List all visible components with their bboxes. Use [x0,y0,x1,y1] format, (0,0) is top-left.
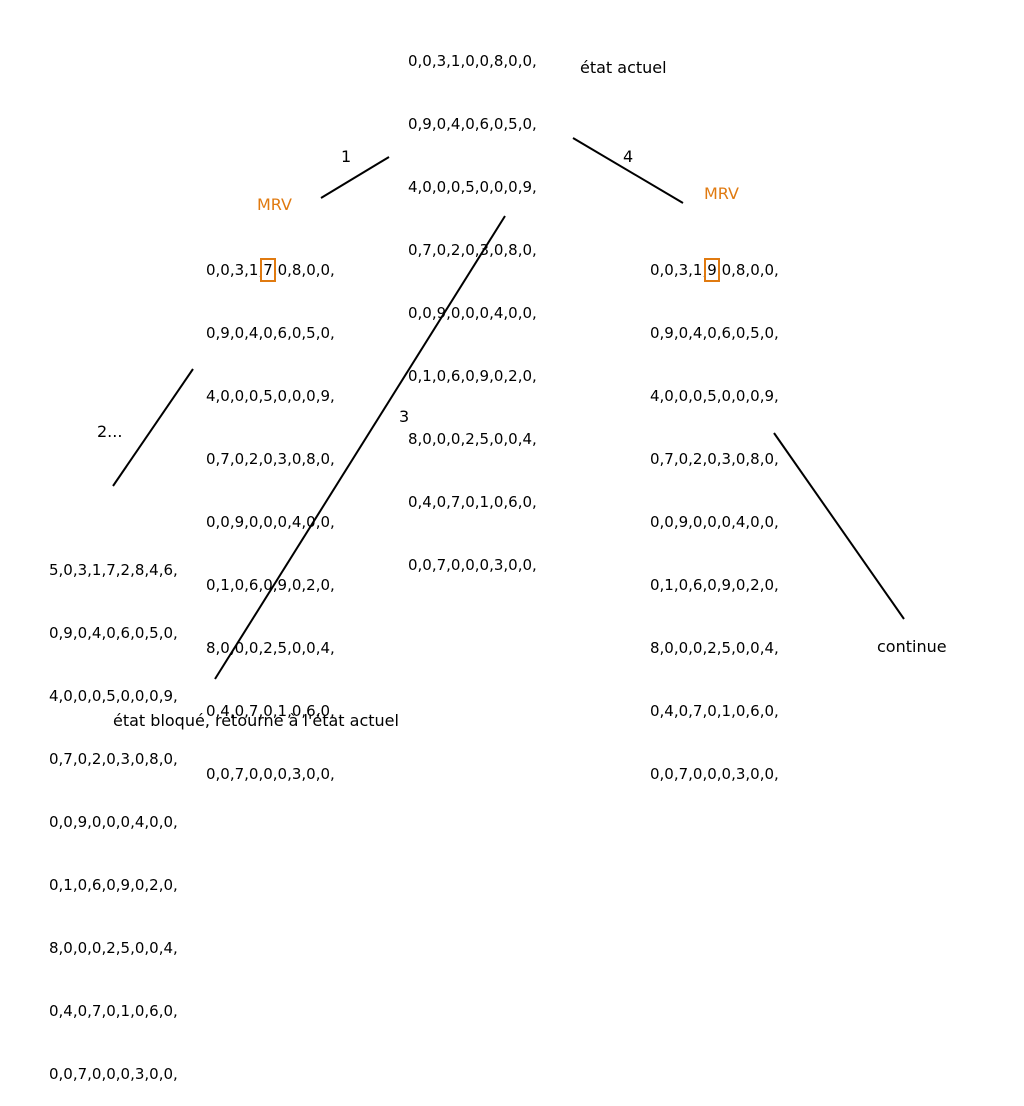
grid-row: 0,0,7,0,0,0,3,0,0, [206,765,335,783]
grid-row: 8,0,0,0,2,5,0,0,4, [206,639,335,657]
grid-row: 5,0,3,1,7,2,8,4,6, [49,561,178,579]
row-prefix: 0,0,3,1, [650,261,708,279]
grid-row: 0,9,0,4,0,6,0,5,0, [49,624,178,642]
grid-row-first: 0,0,3,1,7,0,8,0,0, [206,258,335,282]
right-grid: 0,0,3,1,9,0,8,0,0, 0,9,0,4,0,6,0,5,0, 4,… [650,218,779,806]
grid-row: 4,0,0,0,5,0,0,0,9, [408,178,537,196]
grid-row: 0,9,0,4,0,6,0,5,0, [206,324,335,342]
grid-row: 0,1,0,6,0,9,0,2,0, [650,576,779,594]
grid-row: 8,0,0,0,2,5,0,0,4, [408,430,537,448]
edge-label-3: 3 [399,407,410,426]
root-grid: 0,0,3,1,0,0,8,0,0, 0,9,0,4,0,6,0,5,0, 4,… [408,9,537,597]
edge-right-continue [773,432,905,620]
grid-row: 4,0,0,0,5,0,0,0,9, [49,687,178,705]
grid-row: 4,0,0,0,5,0,0,0,9, [206,387,335,405]
grid-row: 0,9,0,4,0,6,0,5,0, [650,324,779,342]
mrv-highlight-cell: 7 [260,258,276,282]
mrv-highlight-cell: 9 [704,258,720,282]
grid-row: 0,1,0,6,0,9,0,2,0, [49,876,178,894]
grid-row: 0,9,0,4,0,6,0,5,0, [408,115,537,133]
grid-row: 8,0,0,0,2,5,0,0,4, [49,939,178,957]
grid-row: 8,0,0,0,2,5,0,0,4, [650,639,779,657]
grid-row: 0,4,0,7,0,1,0,6,0, [408,493,537,511]
grid-row: 0,0,7,0,0,0,3,0,0, [408,556,537,574]
grid-row: 0,7,0,2,0,3,0,8,0, [408,241,537,259]
edge-label-1: 1 [341,147,352,166]
edge-label-2: 2... [97,422,123,441]
grid-row: 0,7,0,2,0,3,0,8,0, [650,450,779,468]
edge-root-right [572,137,684,204]
grid-row: 0,0,9,0,0,0,4,0,0, [49,813,178,831]
edge-label-4: 4 [623,147,634,166]
grid-row: 0,7,0,2,0,3,0,8,0, [49,750,178,768]
grid-row: 0,4,0,7,0,1,0,6,0, [49,1002,178,1020]
grid-row: 0,4,0,7,0,1,0,6,0, [206,702,335,720]
edge-root-blocked [214,215,506,680]
grid-row: 0,0,3,1,0,0,8,0,0, [408,52,537,70]
mrv-label-left: MRV [257,195,292,214]
grid-row: 0,0,9,0,0,0,4,0,0, [408,304,537,322]
grid-row: 0,0,7,0,0,0,3,0,0, [650,765,779,783]
grid-row: 0,1,0,6,0,9,0,2,0, [408,367,537,385]
grid-row-first: 0,0,3,1,9,0,8,0,0, [650,258,779,282]
row-prefix: 0,0,3,1, [206,261,264,279]
blocked-label: état bloqué, retourne à l'état actuel [113,711,399,730]
edge-root-left [320,156,390,199]
continue-label: continue [877,637,947,656]
grid-row: 0,7,0,2,0,3,0,8,0, [206,450,335,468]
edge-left-blocked [112,368,194,487]
grid-row: 0,4,0,7,0,1,0,6,0, [650,702,779,720]
grid-row: 0,0,9,0,0,0,4,0,0, [650,513,779,531]
row-suffix: ,0,8,0,0, [716,261,779,279]
grid-row: 0,0,7,0,0,0,3,0,0, [49,1065,178,1083]
root-label: état actuel [580,58,667,77]
grid-row: 4,0,0,0,5,0,0,0,9, [650,387,779,405]
mrv-label-right: MRV [704,184,739,203]
grid-row: 0,1,0,6,0,9,0,2,0, [206,576,335,594]
edges-layer [112,137,905,680]
row-suffix: ,0,8,0,0, [272,261,335,279]
blocked-grid: 5,0,3,1,7,2,8,4,6, 0,9,0,4,0,6,0,5,0, 4,… [49,518,178,1106]
grid-row: 0,0,9,0,0,0,4,0,0, [206,513,335,531]
